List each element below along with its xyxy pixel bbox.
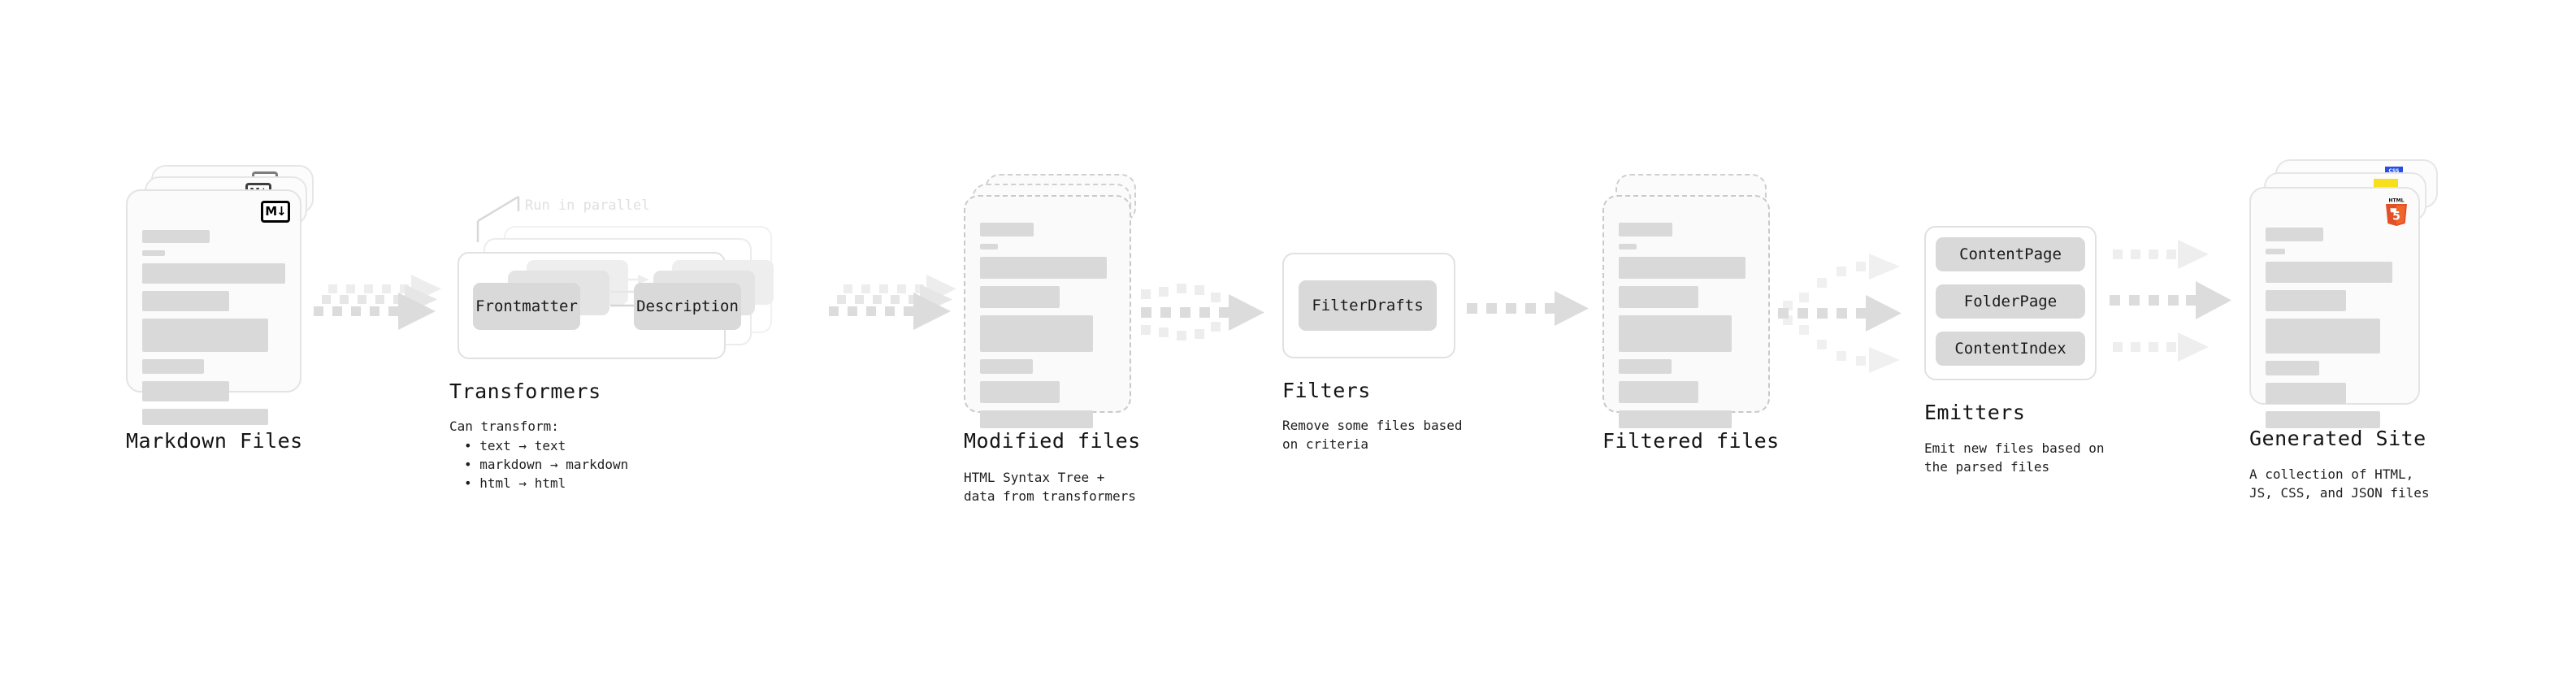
connector-emitters-to-site: [2110, 240, 2231, 362]
skeleton-bar: [142, 409, 268, 425]
skeleton-bar: [2266, 319, 2381, 354]
run-in-parallel-hint: Run in parallel: [525, 197, 650, 214]
parallel-bracket: [476, 195, 520, 242]
skeleton-bar: [980, 315, 1094, 352]
stage-title-markdown-files: Markdown Files: [126, 429, 303, 453]
emitter-chip-folderpage[interactable]: FolderPage: [1936, 284, 2085, 319]
stage-title-modified-files: Modified files: [964, 429, 1141, 453]
skeleton-bar: [142, 359, 204, 374]
generated-site-description: A collection of HTML, JS, CSS, and JSON …: [2249, 466, 2430, 501]
skeleton-bar: [1619, 244, 1637, 249]
skeleton-bar: [2266, 262, 2393, 283]
markdown-file-card[interactable]: M↓: [126, 189, 301, 425]
skeleton-bar: [2266, 290, 2346, 311]
transformer-chip-description[interactable]: Description: [634, 283, 741, 330]
svg-text:HTML: HTML: [2389, 198, 2405, 204]
skeleton-bar: [2266, 249, 2285, 254]
filter-chip-filterdrafts[interactable]: FilterDrafts: [1299, 280, 1437, 331]
connector-modified-to-filters: [1141, 284, 1264, 340]
skeleton-bar: [980, 244, 998, 249]
skeleton-bar: [1619, 223, 1673, 236]
skeleton-bar: [980, 381, 1060, 403]
connector-filtered-to-emitters: [1778, 254, 1902, 373]
stage-title-transformers: Transformers: [449, 380, 601, 403]
transformer-bullet: text → text: [464, 436, 628, 455]
stage-title-filtered-files: Filtered files: [1602, 429, 1780, 453]
skeleton-bars: [2266, 228, 2404, 436]
emitters-description: Emit new files based on the parsed files: [1924, 440, 2105, 475]
skeleton-bar: [142, 291, 230, 311]
skeleton-bar: [980, 359, 1033, 374]
connector-md-to-transformers: [314, 275, 441, 330]
stage-title-emitters: Emitters: [1924, 401, 2026, 424]
markdown-badge: M↓: [261, 201, 290, 223]
connector-filters-to-filtered: [1467, 291, 1589, 326]
transformers-bullets: text → text markdown → markdown html → h…: [449, 436, 628, 493]
skeleton-bar: [142, 319, 268, 352]
skeleton-bar: [1619, 286, 1698, 308]
skeleton-bar: [980, 257, 1108, 279]
skeleton-bar: [1619, 315, 1733, 352]
stage-title-filters: Filters: [1282, 379, 1371, 402]
skeleton-bar: [1619, 381, 1698, 403]
filtered-file-card[interactable]: [1602, 195, 1770, 428]
svg-text:5: 5: [2392, 210, 2400, 223]
skeleton-bar: [142, 230, 210, 243]
skeleton-bars: [1619, 223, 1754, 436]
modified-file-card[interactable]: [964, 195, 1131, 428]
transformer-bullet: html → html: [464, 474, 628, 492]
skeleton-bar: [1619, 257, 1746, 279]
skeleton-bar: [980, 286, 1060, 308]
transformer-chip-frontmatter[interactable]: Frontmatter: [473, 283, 580, 330]
filters-description: Remove some files based on criteria: [1282, 418, 1463, 453]
skeleton-bar: [2266, 411, 2381, 428]
skeleton-bar: [980, 410, 1094, 428]
skeleton-bars: [980, 223, 1115, 436]
skeleton-bar: [142, 263, 285, 284]
skeleton-bar: [142, 381, 230, 401]
skeleton-bar: [980, 223, 1034, 236]
skeleton-bar: [2266, 383, 2346, 404]
skeleton-bar: [142, 250, 166, 256]
skeleton-bars: [142, 230, 285, 432]
html5-logo-icon: HTML 5: [2384, 197, 2409, 226]
css-badge-icon: [2385, 167, 2403, 176]
transformer-bullet: markdown → markdown: [464, 455, 628, 474]
skeleton-bar: [1619, 410, 1733, 428]
skeleton-bar: [2266, 361, 2320, 375]
generated-site-card[interactable]: HTML 5: [2249, 187, 2420, 428]
modified-files-description: HTML Syntax Tree + data from transformer…: [964, 470, 1136, 505]
skeleton-bar: [1619, 359, 1672, 374]
emitter-chip-contentpage[interactable]: ContentPage: [1936, 237, 2085, 271]
connector-transformers-to-modified: [829, 275, 956, 330]
skeleton-bar: [2266, 228, 2324, 241]
transformers-description: Can transform:: [449, 419, 559, 434]
emitter-chip-contentindex[interactable]: ContentIndex: [1936, 332, 2085, 366]
stage-title-generated-site: Generated Site: [2249, 427, 2426, 450]
